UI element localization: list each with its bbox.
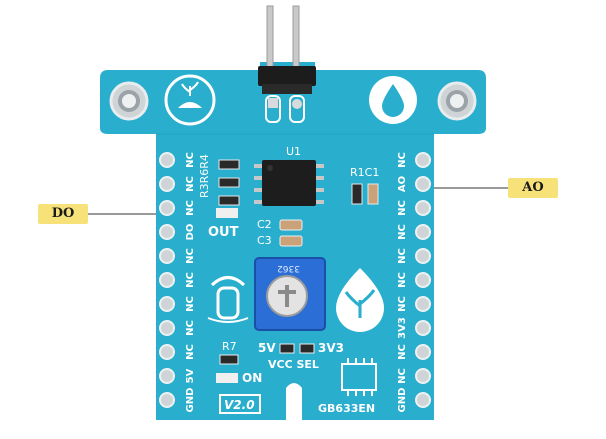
- header-pad: [415, 296, 431, 312]
- header-label: AO: [397, 176, 408, 192]
- header-label: NC: [185, 248, 196, 264]
- header-pad: [415, 392, 431, 408]
- vcc-sel-label: VCC SEL: [268, 358, 319, 371]
- version-label: V2.0: [224, 398, 255, 412]
- mounting-hole-right: [437, 81, 477, 121]
- header-pad: [415, 152, 431, 168]
- header-label: NC: [185, 200, 196, 216]
- mounting-hole-left: [109, 81, 149, 121]
- header-label: NC: [185, 296, 196, 312]
- header-label: NC: [397, 224, 408, 240]
- water-drop-logo-icon: [369, 76, 417, 124]
- header-pad: [415, 224, 431, 240]
- header-pad: [415, 176, 431, 192]
- out-label: OUT: [208, 225, 239, 240]
- header-label: NC: [185, 152, 196, 168]
- do-callout: DO: [38, 204, 88, 224]
- header-pad: [159, 392, 175, 408]
- header-pad: [159, 296, 175, 312]
- header-pad: [415, 200, 431, 216]
- header-pad: [159, 248, 175, 264]
- model-label: GB633EN: [318, 402, 375, 415]
- version-box: V2.0: [219, 394, 261, 414]
- header-label: NC: [185, 344, 196, 360]
- header-label: GND: [185, 388, 196, 413]
- header-label: NC: [397, 200, 408, 216]
- v33-label: 3V3: [318, 341, 344, 355]
- pot-marking: 3362: [277, 263, 300, 273]
- header-pad: [159, 152, 175, 168]
- header-label: NC: [185, 320, 196, 336]
- header-label: NC: [397, 344, 408, 360]
- capacitor-group: C2 C3: [257, 218, 303, 247]
- header-label: NC: [397, 368, 408, 384]
- ao-callout: AO: [508, 178, 558, 198]
- header-pad: [159, 224, 175, 240]
- resistor-labels: R3R6R4: [198, 154, 211, 198]
- right-edge-pads: [415, 152, 431, 408]
- header-pad: [415, 320, 431, 336]
- header-pad: [159, 200, 175, 216]
- header-label: DO: [185, 224, 196, 241]
- c3-label: C3: [257, 234, 272, 247]
- left-header-labels: NC NC NC DO NC NC NC NC NC 5V GND: [185, 152, 196, 412]
- vcc-select-jumper: 5V 3V3 VCC SEL: [258, 341, 344, 371]
- r1c1-components: R1C1: [350, 166, 379, 205]
- left-edge-pads: [159, 152, 175, 408]
- soil-moisture-logo-icon: [164, 74, 216, 126]
- header-pad: [159, 368, 175, 384]
- header-label: 3V3: [397, 317, 408, 339]
- top-pin-header: [258, 5, 316, 123]
- processor-graphic-icon: [341, 358, 377, 396]
- header-pad: [415, 344, 431, 360]
- water-level-icon: [207, 276, 249, 323]
- header-pad: [159, 344, 175, 360]
- resistor-group: R3R6R4: [198, 154, 240, 218]
- header-label: NC: [397, 296, 408, 312]
- header-label: NC: [397, 272, 408, 288]
- header-label: NC: [397, 152, 408, 168]
- header-pad: [159, 320, 175, 336]
- header-pad: [159, 272, 175, 288]
- potentiometer: 3362: [254, 257, 326, 331]
- plant-droplet-icon: [336, 268, 384, 332]
- c2-label: C2: [257, 218, 272, 231]
- header-label: 5V: [185, 368, 196, 383]
- power-led-group: R7 ON: [216, 340, 262, 385]
- chip-label: U1: [286, 145, 301, 158]
- header-label: NC: [397, 248, 408, 264]
- header-pad: [159, 176, 175, 192]
- header-label: NC: [185, 272, 196, 288]
- header-pad: [415, 248, 431, 264]
- header-pad: [415, 368, 431, 384]
- r7-label: R7: [222, 340, 237, 353]
- header-label: NC: [185, 176, 196, 192]
- on-label: ON: [242, 371, 262, 385]
- header-label: GND: [397, 388, 408, 413]
- r1c1-label: R1C1: [350, 166, 379, 179]
- header-pad: [415, 272, 431, 288]
- comparator-chip: U1: [254, 145, 324, 206]
- v5-label: 5V: [258, 341, 276, 355]
